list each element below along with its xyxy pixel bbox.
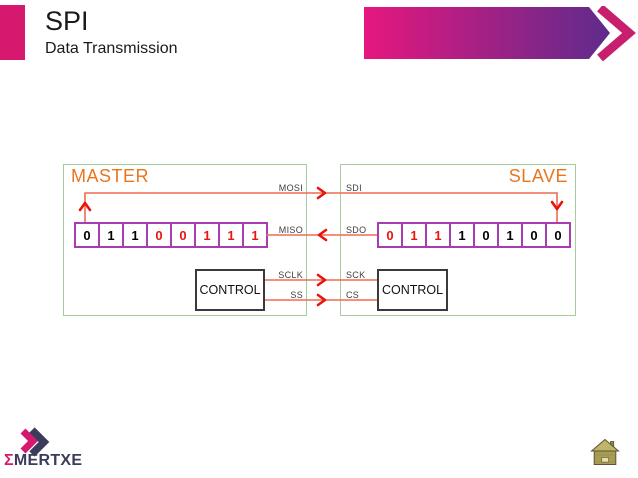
master-bit-5: 1 xyxy=(194,222,220,248)
arrow-left-miso-icon xyxy=(317,228,328,242)
master-bit-6: 1 xyxy=(218,222,244,248)
header-banner-graphic xyxy=(364,6,636,62)
pin-label-sclk: SCLK xyxy=(278,270,303,280)
arrow-right-mosi-icon xyxy=(316,186,327,200)
slave-bit-0: 0 xyxy=(377,222,403,248)
pin-label-sdo: SDO xyxy=(346,225,367,235)
pin-label-sck: SCK xyxy=(346,270,366,280)
pin-label-ss: SS xyxy=(290,290,303,300)
master-bit-7: 1 xyxy=(242,222,268,248)
master-bit-1: 1 xyxy=(98,222,124,248)
slave-bit-6: 0 xyxy=(521,222,547,248)
slave-control-box: CONTROL xyxy=(377,269,448,311)
arrow-right-sclk-icon xyxy=(316,273,327,287)
logo-sigma: Σ xyxy=(4,452,14,469)
master-bit-2: 1 xyxy=(122,222,148,248)
emertxe-logo-chevron-icon xyxy=(20,427,50,457)
banner-chevron-icon xyxy=(597,6,636,62)
slave-bit-5: 1 xyxy=(497,222,523,248)
pin-label-mosi: MOSI xyxy=(278,183,303,193)
master-label: MASTER xyxy=(71,166,150,186)
title-accent-bar xyxy=(0,5,25,60)
emertxe-logo-text: ΣMERTXE xyxy=(4,452,82,470)
home-icon[interactable] xyxy=(590,438,620,468)
pin-label-miso: MISO xyxy=(278,225,303,235)
slave-bit-3: 1 xyxy=(449,222,475,248)
slave-bit-4: 0 xyxy=(473,222,499,248)
banner-arrow-shape xyxy=(364,7,610,59)
arrow-right-ss-icon xyxy=(316,293,327,307)
slave-shift-register: 0 1 1 1 0 1 0 0 xyxy=(377,222,571,248)
slave-bit-2: 1 xyxy=(425,222,451,248)
master-bit-4: 0 xyxy=(170,222,196,248)
page-subtitle: Data Transmission xyxy=(45,40,178,57)
logo-rest: MERTXE xyxy=(13,452,83,469)
pin-label-sdi: SDI xyxy=(346,183,362,193)
master-bit-3: 0 xyxy=(146,222,172,248)
master-control-box: CONTROL xyxy=(195,269,265,311)
master-shift-register: 0 1 1 0 0 1 1 1 xyxy=(74,222,268,248)
page-title: SPI xyxy=(45,6,89,36)
slave-label: SLAVE xyxy=(508,166,568,186)
slave-bit-7: 0 xyxy=(545,222,571,248)
master-bit-0: 0 xyxy=(74,222,100,248)
pin-label-cs: CS xyxy=(346,290,360,300)
slave-bit-1: 1 xyxy=(401,222,427,248)
